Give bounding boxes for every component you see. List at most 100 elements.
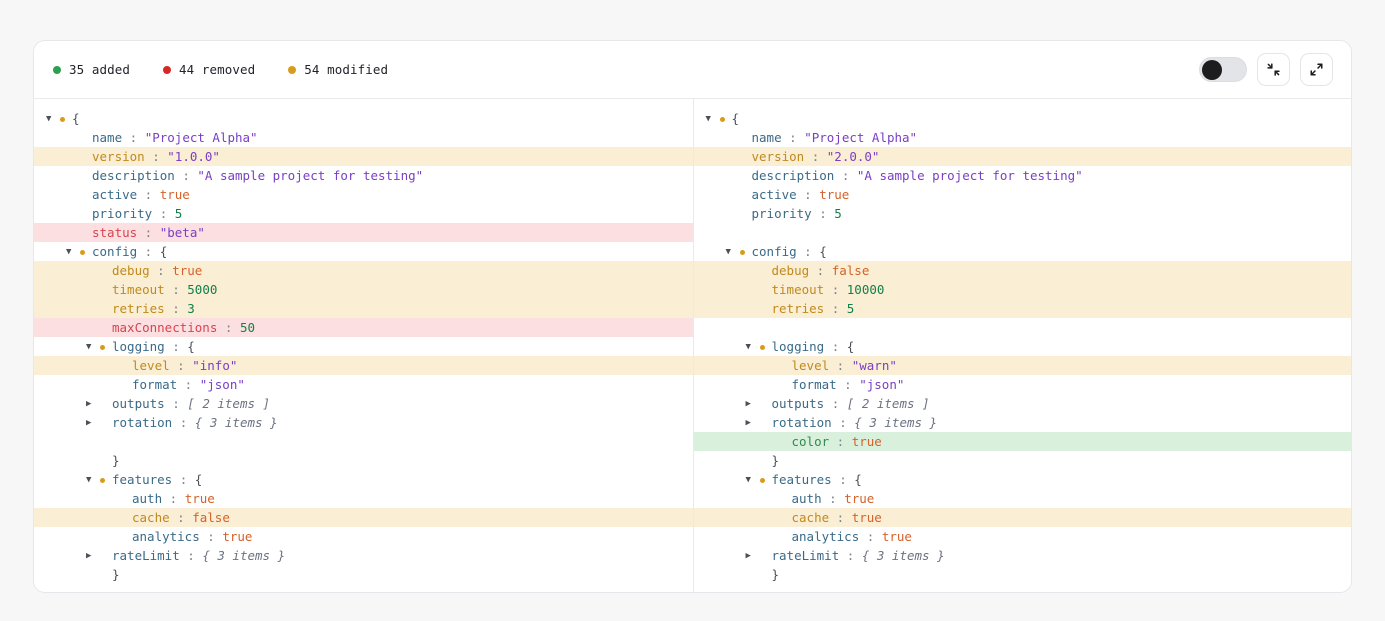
json-key: retries xyxy=(112,301,165,316)
json-key: maxConnections xyxy=(112,320,218,335)
json-row[interactable]: ▶rotation : { 3 items } xyxy=(34,413,693,432)
json-key: level xyxy=(791,358,830,373)
change-bullet-icon xyxy=(80,129,92,148)
json-row[interactable]: level : "info" xyxy=(34,356,693,375)
json-value: true xyxy=(222,529,253,544)
change-bullet-icon xyxy=(740,129,752,148)
json-row[interactable]: priority : 5 xyxy=(694,204,1352,223)
json-value: "json" xyxy=(859,377,905,392)
json-row[interactable]: debug : true xyxy=(34,261,693,280)
json-colon: : xyxy=(169,510,193,525)
side-by-side-toggle[interactable] xyxy=(1199,57,1247,82)
change-bullet-icon xyxy=(80,148,92,167)
json-row[interactable]: retries : 5 xyxy=(693,299,1351,318)
chevron-right-icon[interactable]: ▶ xyxy=(745,399,751,409)
json-row[interactable]: analytics : true xyxy=(694,527,1352,546)
json-row[interactable]: timeout : 5000 xyxy=(34,280,693,299)
json-row[interactable]: timeout : 10000 xyxy=(693,280,1351,299)
json-row[interactable]: version : "2.0.0" xyxy=(693,147,1351,166)
json-colon: : xyxy=(174,168,198,183)
json-row[interactable]: ▶rateLimit : { 3 items } xyxy=(34,546,693,565)
json-row[interactable]: retries : 3 xyxy=(34,299,693,318)
json-row[interactable]: description : "A sample project for test… xyxy=(694,166,1352,185)
json-value: "1.0.0" xyxy=(167,149,220,164)
json-colon: : xyxy=(829,510,852,525)
json-row[interactable]: debug : false xyxy=(693,261,1351,280)
json-row[interactable]: ▼logging : { xyxy=(694,337,1352,356)
json-row[interactable]: version : "1.0.0" xyxy=(34,147,693,166)
chevron-down-icon[interactable]: ▼ xyxy=(745,475,751,485)
chevron-down-icon[interactable]: ▼ xyxy=(705,114,711,124)
json-value: 5 xyxy=(834,206,842,221)
change-bullet-icon xyxy=(120,376,132,395)
change-bullet-icon xyxy=(100,300,112,319)
json-row[interactable]: cache : false xyxy=(34,508,693,527)
chevron-down-icon[interactable]: ▼ xyxy=(46,114,52,124)
json-key: status xyxy=(92,225,138,240)
json-row[interactable]: format : "json" xyxy=(34,375,693,394)
chevron-down-icon[interactable]: ▼ xyxy=(66,247,72,257)
json-key: level xyxy=(132,358,170,373)
json-key: rotation xyxy=(771,415,832,430)
chevron-right-icon[interactable]: ▶ xyxy=(745,551,751,561)
json-row[interactable]: auth : true xyxy=(34,489,693,508)
json-row[interactable]: active : true xyxy=(694,185,1352,204)
json-row[interactable]: format : "json" xyxy=(694,375,1352,394)
json-row[interactable]: active : true xyxy=(34,185,693,204)
chevron-right-icon[interactable]: ▶ xyxy=(86,418,92,428)
chevron-right-icon[interactable]: ▶ xyxy=(86,399,92,409)
json-row[interactable]: ▼{ xyxy=(694,109,1352,128)
json-colon: : xyxy=(179,548,203,563)
chevron-down-icon[interactable]: ▼ xyxy=(745,342,751,352)
change-bullet-icon xyxy=(780,376,792,395)
json-row[interactable]: } xyxy=(34,565,693,584)
json-row[interactable]: priority : 5 xyxy=(34,204,693,223)
json-row[interactable]: description : "A sample project for test… xyxy=(34,166,693,185)
json-key: retries xyxy=(771,301,825,316)
json-value: { 3 items } xyxy=(202,548,286,563)
json-pane-right[interactable]: ▼{name : "Project Alpha"version : "2.0.0… xyxy=(692,99,1352,592)
chevron-right-icon[interactable]: ▶ xyxy=(745,418,751,428)
json-row[interactable]: ▼{ xyxy=(34,109,693,128)
json-value: } xyxy=(112,567,120,582)
json-row[interactable]: level : "warn" xyxy=(693,356,1351,375)
chevron-right-icon[interactable]: ▶ xyxy=(86,551,92,561)
json-value: "A sample project for testing" xyxy=(856,168,1083,183)
expand-all-button[interactable] xyxy=(1300,53,1333,86)
json-key: rateLimit xyxy=(771,548,840,563)
json-row[interactable]: ▶outputs : [ 2 items ] xyxy=(694,394,1352,413)
json-row[interactable]: cache : true xyxy=(693,508,1351,527)
json-row[interactable]: ▼config : { xyxy=(694,242,1352,261)
json-row[interactable]: name : "Project Alpha" xyxy=(694,128,1352,147)
diff-body: ▼{name : "Project Alpha"version : "1.0.0… xyxy=(34,99,1351,592)
json-row[interactable]: ▼logging : { xyxy=(34,337,693,356)
json-row[interactable]: color : true xyxy=(693,432,1351,451)
json-row[interactable]: auth : true xyxy=(694,489,1352,508)
json-key: features xyxy=(112,472,173,487)
json-colon: : xyxy=(162,491,185,506)
json-row[interactable]: status : "beta" xyxy=(34,223,693,242)
json-value: false xyxy=(192,510,230,525)
json-row[interactable]: ▶outputs : [ 2 items ] xyxy=(34,394,693,413)
json-row[interactable]: ▼features : { xyxy=(694,470,1352,489)
json-pane-left[interactable]: ▼{name : "Project Alpha"version : "1.0.0… xyxy=(34,99,693,592)
json-colon: : xyxy=(152,206,175,221)
json-row[interactable]: } xyxy=(694,565,1352,584)
json-row[interactable]: ▼config : { xyxy=(34,242,693,261)
chevron-down-icon[interactable]: ▼ xyxy=(86,475,92,485)
json-value: true xyxy=(172,263,203,278)
json-row[interactable]: name : "Project Alpha" xyxy=(34,128,693,147)
json-value: } xyxy=(771,567,780,582)
json-row[interactable]: } xyxy=(34,451,693,470)
json-value: false xyxy=(831,263,870,278)
json-row[interactable]: ▶rotation : { 3 items } xyxy=(694,413,1352,432)
change-bullet-icon xyxy=(100,319,112,338)
json-row[interactable]: } xyxy=(694,451,1352,470)
collapse-all-button[interactable] xyxy=(1257,53,1290,86)
chevron-down-icon[interactable]: ▼ xyxy=(86,342,92,352)
chevron-down-icon[interactable]: ▼ xyxy=(725,247,731,257)
json-row[interactable]: ▼features : { xyxy=(34,470,693,489)
json-row[interactable]: ▶rateLimit : { 3 items } xyxy=(694,546,1352,565)
json-row[interactable]: analytics : true xyxy=(34,527,693,546)
json-row[interactable]: maxConnections : 50 xyxy=(34,318,693,337)
